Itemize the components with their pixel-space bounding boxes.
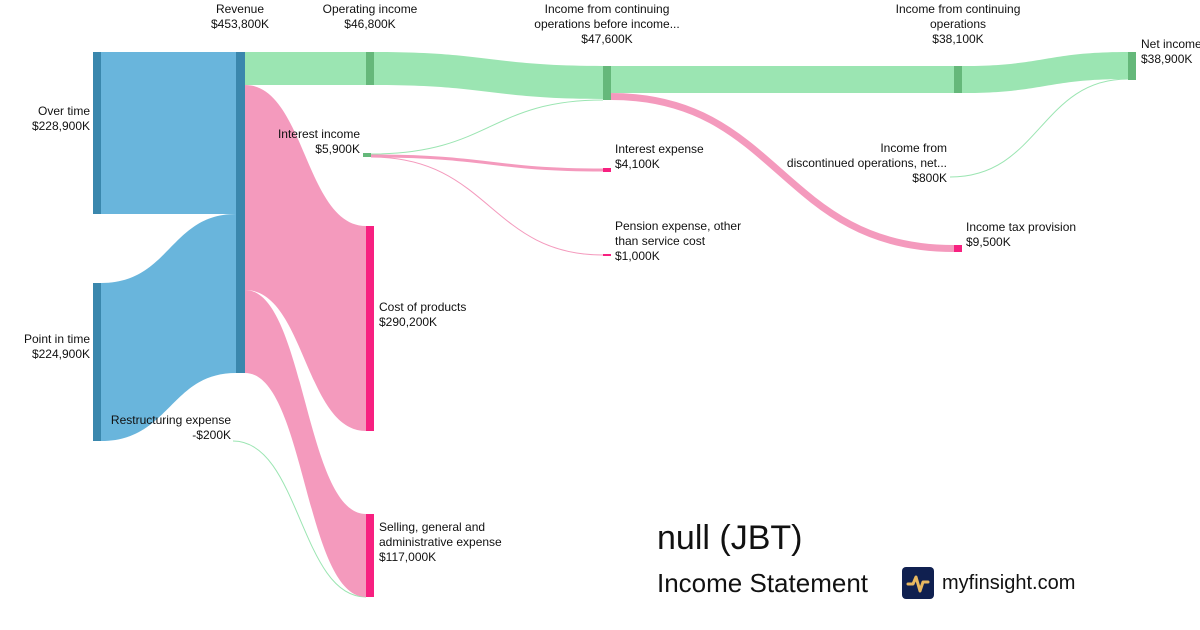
- label-over-time: Over time$228,900K: [31, 104, 90, 133]
- node-point-in-time: [93, 283, 101, 441]
- label-net-income: Net income$38,900K: [1141, 37, 1200, 66]
- label-operating-income: Operating income$46,800K: [322, 2, 418, 31]
- link-discontinued-net-income: [949, 78, 1129, 178]
- node-operating-income: [366, 52, 374, 85]
- link-continuing-net-income: [962, 52, 1128, 93]
- label-cost-of-products: Cost of products$290,200K: [379, 300, 467, 329]
- link-before-tax-continuing: [611, 66, 954, 93]
- link-interest-expense: [370, 154, 604, 172]
- node-pension: [603, 254, 611, 256]
- node-sga: [366, 514, 374, 597]
- link-interest-income-before-tax: [370, 99, 604, 155]
- node-over-time: [93, 52, 101, 214]
- label-revenue: Revenue$453,800K: [210, 2, 270, 31]
- label-interest-expense: Interest expense$4,100K: [615, 142, 704, 171]
- link-revenue-sga: [245, 290, 366, 597]
- label-interest-income: Interest income$5,900K: [277, 127, 360, 156]
- company-title: null (JBT): [657, 519, 803, 557]
- label-point-in-time: Point in time$224,900K: [23, 332, 90, 361]
- link-over-time-revenue: [101, 52, 236, 214]
- node-net-income: [1128, 52, 1136, 80]
- node-revenue: [236, 52, 245, 373]
- label-restructuring: Restructuring expense-$200K: [110, 413, 231, 442]
- node-cost-of-products: [366, 226, 374, 431]
- node-interest-income: [363, 153, 371, 157]
- link-point-in-time-revenue: [101, 214, 236, 441]
- link-income-tax: [610, 93, 955, 252]
- site-name: myfinsight.com: [942, 572, 1076, 594]
- myfinsight-logo-icon: [902, 567, 934, 599]
- node-income-continuing: [954, 66, 962, 93]
- link-operating-income-before-tax: [374, 52, 603, 99]
- node-income-tax: [954, 245, 962, 252]
- link-pension: [370, 156, 604, 256]
- node-income-before-tax: [603, 66, 611, 100]
- statement-subtitle: Income Statement: [657, 568, 868, 598]
- label-income-tax: Income tax provision$9,500K: [966, 220, 1077, 249]
- link-revenue-operating-income: [245, 52, 366, 85]
- link-revenue-cost-of-products: [245, 85, 366, 431]
- link-restructuring: [232, 440, 367, 598]
- node-interest-expense: [603, 168, 611, 172]
